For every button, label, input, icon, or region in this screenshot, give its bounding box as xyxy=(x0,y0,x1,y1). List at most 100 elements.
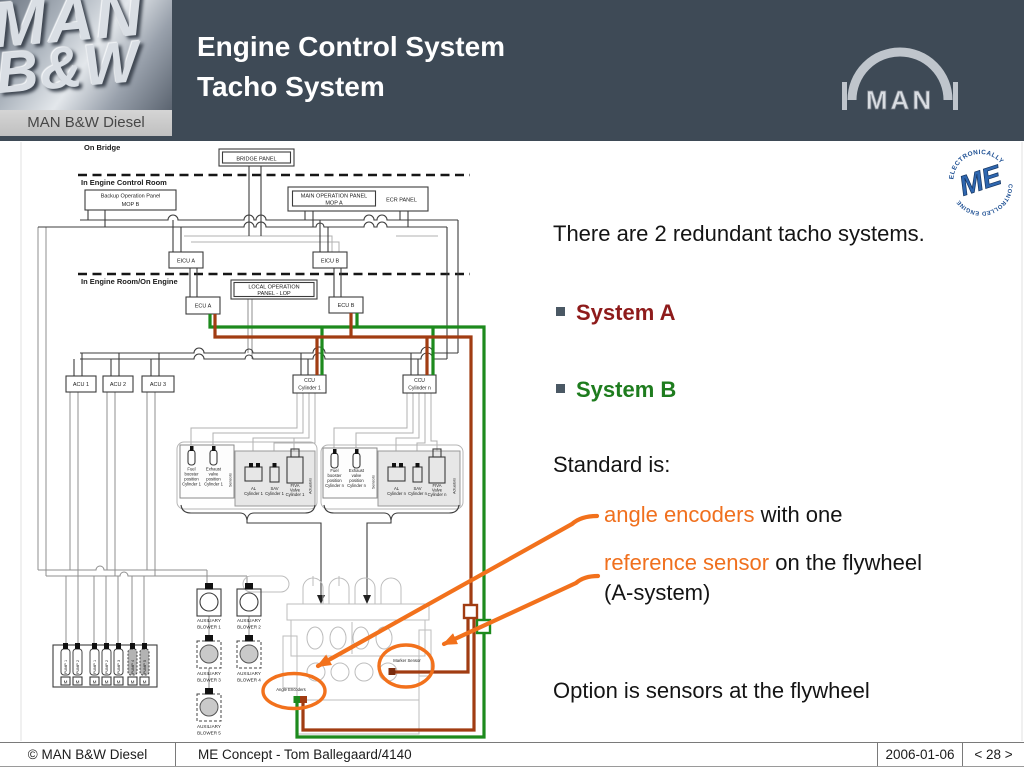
me-badge: ELECTRONICALLY CONTROLLED ENGINE ME xyxy=(942,141,1019,222)
svg-text:PUMP 2: PUMP 2 xyxy=(105,660,109,674)
ccu-cylinder1-box: CCU Cylinder 1 xyxy=(292,374,327,394)
svg-text:PUMP 3: PUMP 3 xyxy=(117,660,121,674)
svg-text:M: M xyxy=(131,680,135,685)
ecu-b-box: ECU B xyxy=(328,296,364,314)
svg-text:BLOWER 1: BLOWER 1 xyxy=(197,625,221,630)
angle-encoders-ellipse xyxy=(261,671,327,711)
svg-text:MOP A: MOP A xyxy=(325,201,343,207)
standard-item-2-cont: (A-system) xyxy=(604,580,711,605)
svg-text:CCU: CCU xyxy=(304,378,315,384)
man-logo-text: MAN xyxy=(866,85,934,115)
svg-text:BLOWER 5: BLOWER 5 xyxy=(197,731,221,736)
svg-text:ECR PANEL: ECR PANEL xyxy=(386,198,417,204)
cylinder1-sensor-actuator-group: Fuel booster position Cylinder 1 Exhaust… xyxy=(176,441,318,510)
svg-text:Exhaust: Exhaust xyxy=(206,467,222,472)
svg-text:FIVA: FIVA xyxy=(433,483,442,488)
network-bus-lines xyxy=(38,166,459,376)
slide-footer: © MAN B&W Diesel ME Concept - Tom Balleg… xyxy=(0,742,1024,767)
svg-text:Cylinder n: Cylinder n xyxy=(347,483,367,488)
lop-box: LOCAL OPERATION PANEL - LOP xyxy=(230,279,318,300)
marker-sensor-ellipse xyxy=(377,643,435,689)
svg-text:M: M xyxy=(64,680,68,685)
man-bw-metallic-logo: MAN B&W xyxy=(0,0,172,110)
footer-page-number: < 28 > xyxy=(962,743,1024,766)
svg-text:FIVA: FIVA xyxy=(291,483,300,488)
svg-text:Cylinder n: Cylinder n xyxy=(325,483,345,488)
svg-text:Cylinder 1: Cylinder 1 xyxy=(204,482,224,487)
pump-station: M PUMP 1 M PUMP 2 M PUMP 1 M PUMP 2 M PU… xyxy=(52,643,158,688)
svg-text:PUMP 5: PUMP 5 xyxy=(143,660,147,674)
svg-text:M: M xyxy=(143,680,147,685)
cylindern-sensor-actuator-group: Fuel booster position Cylinder n Exhaust… xyxy=(320,444,464,510)
page-title-line1: Engine Control System xyxy=(197,31,506,62)
svg-text:booster: booster xyxy=(185,472,200,477)
system-a-label: System A xyxy=(576,300,676,325)
svg-text:ECU B: ECU B xyxy=(338,303,355,309)
svg-text:LOCAL OPERATION: LOCAL OPERATION xyxy=(248,285,299,291)
svg-text:Cylinder n: Cylinder n xyxy=(428,492,448,497)
orange-callouts xyxy=(261,513,601,711)
svg-text:CCU: CCU xyxy=(414,378,425,384)
svg-text:position: position xyxy=(184,477,199,482)
slide-header: MAN B&W MAN B&W Diesel Engine Control Sy… xyxy=(0,0,1024,141)
group-braces-and-arrows xyxy=(180,504,460,604)
bullet-square-a xyxy=(556,307,565,316)
actuators-vertical-label: Actuators xyxy=(453,478,457,494)
svg-text:valve: valve xyxy=(209,472,219,477)
marker-sensor-label: Marker Sensor xyxy=(393,658,421,663)
svg-text:SAV: SAV xyxy=(413,486,421,491)
standard-item-2: reference sensor on the flywheel xyxy=(604,550,922,575)
eicu-a-box: EICU A xyxy=(168,251,204,269)
tacho-system-b-lines xyxy=(208,313,492,739)
standard-label: Standard is: xyxy=(553,452,671,477)
acu-boxes: ACU 1 ACU 2 ACU 3 xyxy=(65,375,175,393)
angle-encoder-a-terminal xyxy=(300,696,307,703)
svg-text:Cylinder 1: Cylinder 1 xyxy=(265,491,285,496)
man-arch-logo: MAN xyxy=(842,47,958,115)
brand-bar-label: MAN B&W Diesel xyxy=(0,110,172,136)
ccu-cylindern-box: CCU Cylinder n xyxy=(402,374,437,394)
svg-text:ACU 1: ACU 1 xyxy=(73,382,89,388)
svg-text:BLOWER 3: BLOWER 3 xyxy=(197,678,221,683)
section-engine-control-room: In Engine Control Room xyxy=(81,178,167,187)
svg-text:Cylinder n: Cylinder n xyxy=(408,491,428,496)
reference-sensor-highlight: reference sensor xyxy=(604,550,770,575)
gray-wiring xyxy=(37,227,438,694)
svg-text:BLOWER 4: BLOWER 4 xyxy=(237,678,261,683)
svg-text:Cylinder 1: Cylinder 1 xyxy=(244,491,264,496)
svg-text:AUXILIARY: AUXILIARY xyxy=(197,618,221,623)
eicu-b-box: EICU B xyxy=(312,251,348,269)
angle-encoders-highlight: angle encoders xyxy=(604,502,755,527)
page-title-line2: Tacho System xyxy=(197,71,385,102)
svg-text:booster: booster xyxy=(328,473,343,478)
angle-encoders-label: Angle Encoders xyxy=(276,687,306,692)
man-arch xyxy=(847,47,953,101)
svg-text:ECU A: ECU A xyxy=(195,304,212,310)
svg-text:ACU 3: ACU 3 xyxy=(150,382,166,388)
svg-text:ACU 2: ACU 2 xyxy=(110,382,126,388)
man-right-bar xyxy=(953,82,958,110)
svg-text:PANEL - LOP: PANEL - LOP xyxy=(257,291,291,297)
svg-text:Cylinder 1: Cylinder 1 xyxy=(286,492,306,497)
ecu-a-box: ECU A xyxy=(185,296,221,315)
svg-text:EICU A: EICU A xyxy=(177,259,195,265)
man-left-bar xyxy=(842,82,847,110)
section-on-bridge: On Bridge xyxy=(84,143,120,152)
sensors-vertical-label: Sensors xyxy=(372,475,376,489)
footer-subject: ME Concept - Tom Ballegaard/4140 xyxy=(175,743,877,766)
svg-text:Valve: Valve xyxy=(432,488,443,493)
svg-text:PUMP 1: PUMP 1 xyxy=(93,660,97,674)
svg-text:position: position xyxy=(349,478,364,483)
svg-text:M: M xyxy=(93,680,97,685)
intro-text: There are 2 redundant tacho systems. xyxy=(553,221,925,246)
svg-text:PUMP 1: PUMP 1 xyxy=(64,660,68,674)
svg-text:MOP B: MOP B xyxy=(122,202,140,208)
svg-text:Cylinder 1: Cylinder 1 xyxy=(182,482,202,487)
logo-text-bw: B&W xyxy=(0,28,144,107)
svg-text:M: M xyxy=(105,680,109,685)
svg-text:M: M xyxy=(76,680,80,685)
reference-sensor-arrow xyxy=(441,573,601,647)
svg-text:valve: valve xyxy=(352,473,362,478)
svg-text:PUMP 4: PUMP 4 xyxy=(131,660,135,674)
footer-copyright: © MAN B&W Diesel xyxy=(27,747,148,762)
